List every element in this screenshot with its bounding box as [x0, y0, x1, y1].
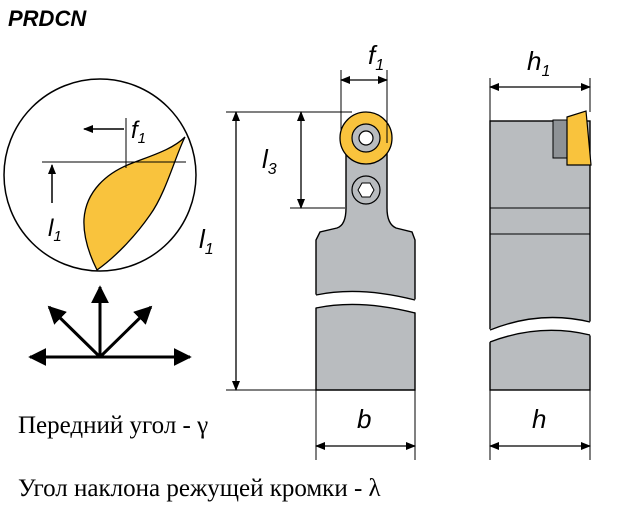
- title: PRDCN: [8, 6, 87, 31]
- hex-socket-icon: [357, 182, 375, 198]
- caption-inclination-angle: Угол наклона режущей кромки - λ: [18, 475, 381, 502]
- break-line-side-b: [489, 329, 591, 343]
- detail-l1-label: l1: [48, 215, 62, 245]
- side-h1-label: h1: [527, 46, 550, 80]
- insert-hole: [358, 130, 374, 146]
- break-line-front-b: [315, 303, 416, 314]
- direction-arrows: [28, 285, 192, 366]
- insert-detail-view: f1 l1: [3, 78, 197, 272]
- arrow-up-left: [47, 305, 102, 359]
- holder-body-side: [489, 120, 591, 391]
- clamp-block-side: [552, 119, 569, 159]
- front-b-label: b: [357, 404, 371, 434]
- caption-rake-angle: Передний угол - γ: [18, 412, 208, 439]
- round-insert-side: [566, 110, 592, 166]
- detail-circle: [3, 78, 197, 272]
- front-f1-label: f1: [368, 40, 384, 74]
- break-line-side-a: [489, 316, 591, 331]
- insert-edge-shape: [83, 136, 186, 271]
- side-view: h1 h: [487, 46, 593, 460]
- arrow-up-right: [98, 305, 153, 359]
- front-view: f1 l3 l1 b: [199, 40, 418, 460]
- detail-f1-label: f1: [131, 117, 146, 147]
- side-h-label: h: [532, 404, 546, 434]
- front-l1-label: l1: [199, 224, 214, 258]
- front-l3-label: l3: [262, 144, 277, 178]
- break-line-front-a: [315, 290, 416, 301]
